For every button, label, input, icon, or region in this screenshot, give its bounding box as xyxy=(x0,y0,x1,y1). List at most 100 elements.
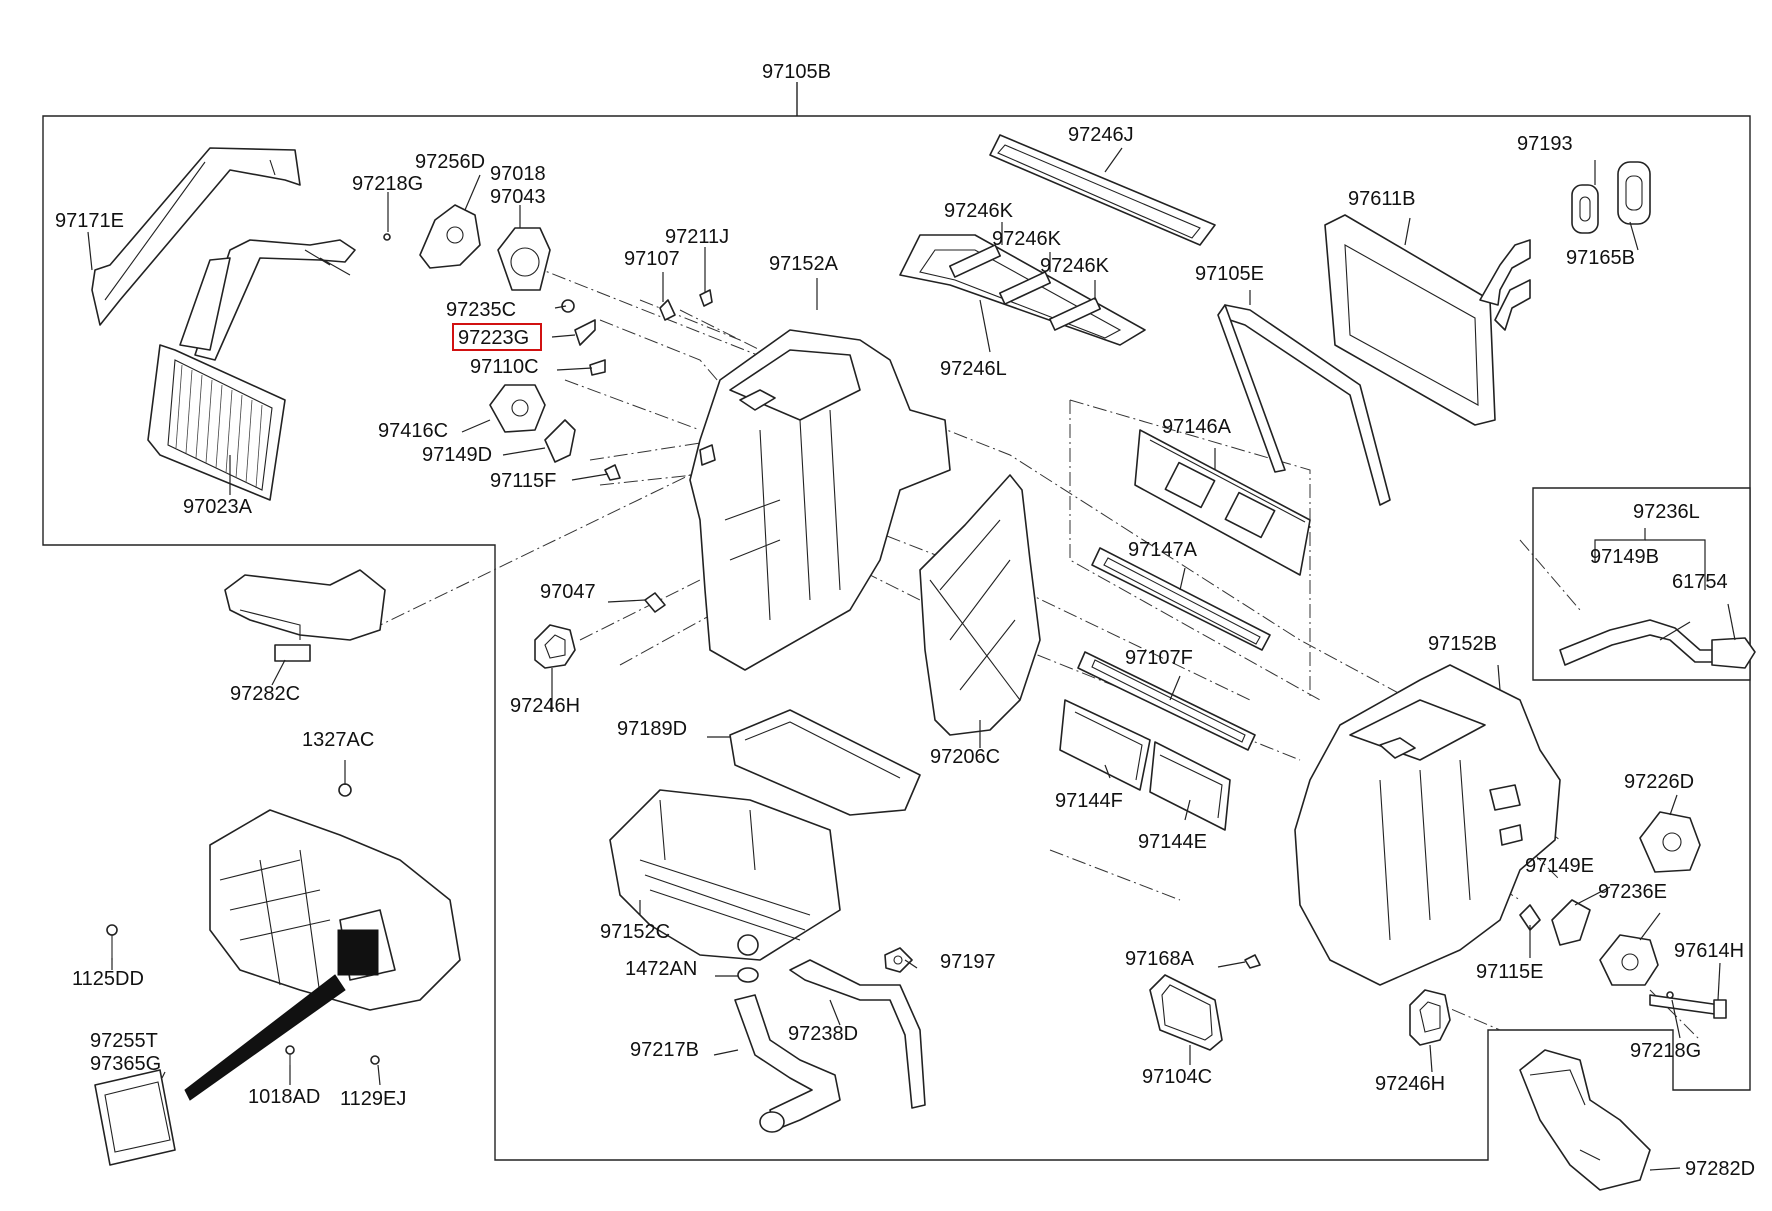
hose-97217b xyxy=(734,994,841,1133)
clips-right xyxy=(1244,904,1541,969)
callout-97282d: 97282D xyxy=(1685,1158,1755,1180)
seal-97246h-right xyxy=(1409,989,1451,1046)
callout-1472an: 1472AN xyxy=(625,958,697,980)
callout-97211j: 97211J xyxy=(665,226,729,248)
callout-97282c: 97282C xyxy=(230,683,300,705)
callout-97149e: 97149E xyxy=(1525,855,1594,877)
callout-97104c: 97104C xyxy=(1142,1066,1212,1088)
callout-97246k-2: 97246K xyxy=(992,228,1062,250)
leader-lines xyxy=(87,147,1736,1171)
tray-97189d xyxy=(729,709,921,816)
callout-97144f: 97144F xyxy=(1055,790,1123,812)
callout-97147a: 97147A xyxy=(1128,539,1198,561)
callout-97189d: 97189D xyxy=(617,718,687,740)
actuator-97416c xyxy=(489,384,621,481)
actuator-97236e xyxy=(1599,934,1659,986)
grommet-97197 xyxy=(884,947,913,973)
callout-97238d: 97238D xyxy=(788,1023,858,1045)
callout-97218g-bottom: 97218G xyxy=(1630,1040,1701,1062)
callout-61754: 61754 xyxy=(1672,571,1728,593)
case-lower-97152c xyxy=(609,789,841,961)
seal-97104c xyxy=(1149,974,1223,1051)
grommets-97193-97165b xyxy=(1571,161,1651,234)
callout-97152c: 97152C xyxy=(600,921,670,943)
filter-frame-97246l xyxy=(899,234,1146,346)
actuator-97226d xyxy=(1639,811,1701,873)
callout-1327ac: 1327AC xyxy=(302,729,374,751)
callout-97611b: 97611B xyxy=(1348,188,1415,210)
callout-97105e: 97105E xyxy=(1195,263,1264,285)
callout-97226d: 97226D xyxy=(1624,771,1694,793)
assembly-frames xyxy=(42,82,1751,1161)
callout-97146a: 97146A xyxy=(1162,416,1232,438)
door-97146a xyxy=(1134,429,1311,576)
heater-pipe-97171e xyxy=(91,147,356,361)
callout-97614h: 97614H xyxy=(1674,940,1744,962)
callout-97197: 97197 xyxy=(940,951,996,973)
callout-labels: 97105B 97171E 97256D 97218G 97018 97043 … xyxy=(55,61,1755,1180)
highlight-box-97223g xyxy=(452,323,542,351)
actuator-97149e xyxy=(1551,899,1591,946)
callout-97165b: 97165B xyxy=(1566,247,1635,269)
callout-97110c: 97110C xyxy=(470,356,539,378)
callout-97149b: 97149B xyxy=(1590,546,1659,568)
callout-97246h-right: 97246H xyxy=(1375,1073,1445,1095)
callout-97105b: 97105B xyxy=(762,61,831,83)
door-97147a xyxy=(1091,547,1271,651)
callout-97107f: 97107F xyxy=(1125,647,1193,669)
seal-97105e xyxy=(1217,304,1391,506)
callout-97217b: 97217B xyxy=(630,1039,699,1061)
clips-top-middle xyxy=(659,289,713,321)
doors-97144f-97144e xyxy=(1059,699,1231,831)
callout-97152b: 97152B xyxy=(1428,633,1497,655)
heater-core-97023a xyxy=(147,344,286,501)
module-97255t xyxy=(94,1069,176,1166)
callout-97218g-top: 97218G xyxy=(352,173,423,195)
seal-97246h-left xyxy=(534,624,576,669)
callout-97236l: 97236L xyxy=(1633,501,1700,523)
callout-97115e: 97115E xyxy=(1476,961,1543,983)
drain-hose-97238d xyxy=(789,959,926,1109)
callout-97206c: 97206C xyxy=(930,746,1000,768)
callout-97246k-1: 97246K xyxy=(944,200,1014,222)
callout-1129ej: 1129EJ xyxy=(340,1088,406,1110)
evaporator-97611b xyxy=(1324,214,1531,426)
case-left-97152a xyxy=(689,329,951,671)
callout-97365g: 97365G xyxy=(90,1053,161,1075)
callout-97152a: 97152A xyxy=(769,253,839,275)
duct-97282d xyxy=(1519,1049,1651,1191)
door-97107f xyxy=(1077,651,1256,751)
callout-97255t: 97255T xyxy=(90,1030,158,1052)
callout-97246j: 97246J xyxy=(1068,124,1134,146)
callout-1125dd: 1125DD xyxy=(72,968,144,990)
callout-97235c: 97235C xyxy=(446,299,516,321)
case-right-97152b xyxy=(1294,664,1561,986)
pipe-97149b xyxy=(1559,619,1756,669)
callout-97047: 97047 xyxy=(540,581,596,603)
cap-1472an xyxy=(737,967,759,983)
callout-97223g[interactable]: 97223G xyxy=(458,327,529,349)
callout-97018: 97018 xyxy=(490,163,546,185)
filter-97246j xyxy=(989,134,1216,246)
callout-97236e: 97236E xyxy=(1598,881,1667,903)
callout-97149d: 97149D xyxy=(422,444,492,466)
callout-97115f: 97115F xyxy=(490,470,556,492)
callout-97193: 97193 xyxy=(1517,133,1573,155)
callout-97144e: 97144E xyxy=(1138,831,1207,853)
callout-97043: 97043 xyxy=(490,186,546,208)
case-middle-97206c xyxy=(919,474,1041,736)
clip-97047 xyxy=(644,592,666,613)
callout-97023a: 97023A xyxy=(183,496,253,518)
callout-97246k-3: 97246K xyxy=(1040,255,1110,277)
callout-1018ad: 1018AD xyxy=(248,1086,320,1108)
callout-97256d: 97256D xyxy=(415,151,485,173)
callout-97246l: 97246L xyxy=(940,358,1007,380)
callout-97168a: 97168A xyxy=(1125,948,1195,970)
actuator-97256d xyxy=(383,204,606,376)
rod-97614h xyxy=(1649,991,1727,1019)
callout-97416c: 97416C xyxy=(378,420,448,442)
duct-97282c xyxy=(224,569,386,662)
callout-97246h-left: 97246H xyxy=(510,695,580,717)
callout-97107: 97107 xyxy=(624,248,680,270)
